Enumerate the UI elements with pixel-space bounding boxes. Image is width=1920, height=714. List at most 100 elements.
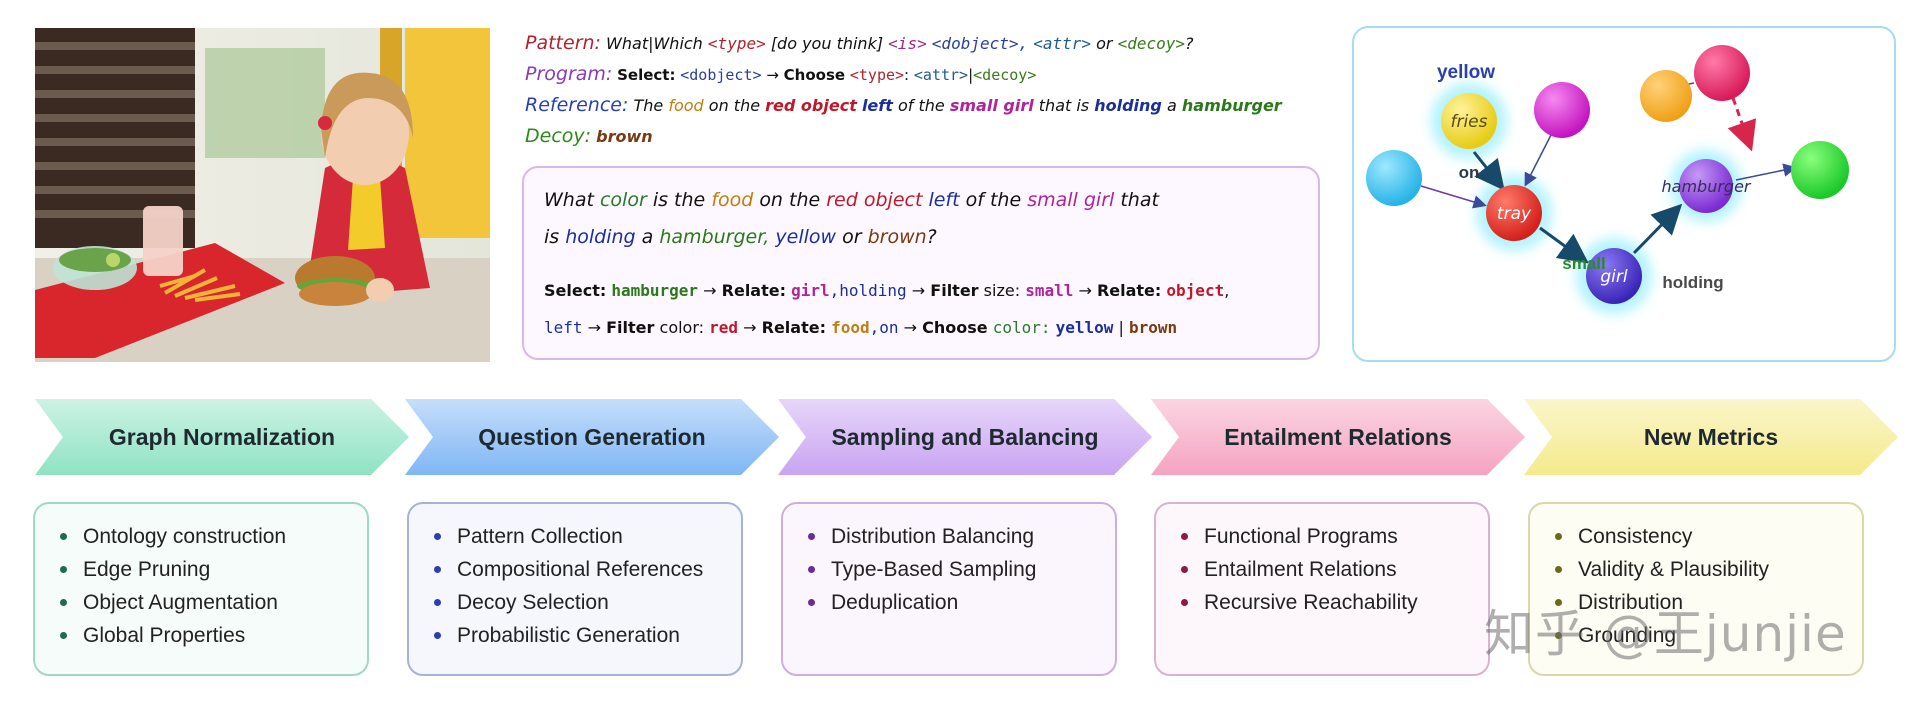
chevron-arrow-highlight [405, 399, 779, 475]
program-line: Program: Select: <dobject> → Choose <typ… [525, 59, 1325, 90]
pattern-decoy-token: <decoy> [1117, 34, 1186, 53]
decoy-value: brown [596, 127, 653, 146]
arrow-icon: → [587, 318, 602, 337]
scene-graph: fries tray girl hamburger yellow on smal… [1366, 45, 1849, 314]
list-item-label: Validity & Plausibility [1578, 558, 1770, 581]
list-item: Recursive Reachability [1181, 586, 1488, 619]
list-item: Consistency [1555, 520, 1862, 553]
chevron-arrow-highlight [778, 399, 1152, 475]
list-item-label: Type-Based Sampling [831, 558, 1037, 581]
list-item: Ontology construction [60, 520, 367, 553]
reference-text: of the [897, 96, 945, 115]
bullet-icon [808, 533, 815, 540]
reference-hamburger: hamburger [1181, 96, 1282, 115]
question-word: of the [965, 189, 1022, 211]
list-item: Validity & Plausibility [1555, 553, 1862, 586]
arrow-icon: → [703, 281, 717, 300]
question-word: is the [652, 189, 706, 211]
list-item: Deduplication [808, 586, 1115, 619]
pipeline-stage-arrow: Entailment Relations [1151, 399, 1525, 475]
program-arg: ,on [869, 318, 899, 337]
bullet-icon [434, 566, 441, 573]
graph-node-green [1791, 141, 1849, 199]
list-item-label: Decoy Selection [457, 591, 609, 614]
pipeline-stage-title: New Metrics [1643, 424, 1779, 450]
question-holding: holding [565, 226, 636, 248]
pattern-text: What|Which [606, 34, 703, 53]
list-item-label: Edge Pruning [83, 558, 211, 581]
reference-label: Reference: [525, 94, 629, 116]
list-item: Functional Programs [1181, 520, 1488, 553]
graph-attr-label: yellow [1437, 62, 1495, 83]
question-line: What color is the food on the red object… [544, 182, 1304, 219]
reference-text: that is [1038, 96, 1090, 115]
program-op: Relate: [721, 281, 786, 300]
list-item: Distribution [1555, 586, 1862, 619]
graph-edge [1472, 151, 1505, 191]
list-item: Object Augmentation [60, 586, 367, 619]
list-item-label: Functional Programs [1204, 525, 1398, 548]
list-item-label: Compositional References [457, 558, 704, 581]
bullet-icon [1555, 566, 1562, 573]
list-item-label: Pattern Collection [457, 525, 623, 548]
graph-node-label: hamburger [1662, 177, 1752, 196]
program-text: : [904, 66, 910, 84]
question-word: or [842, 226, 862, 248]
bullet-icon [434, 533, 441, 540]
list-item-label: Distribution [1578, 591, 1684, 614]
program-op: | [1118, 318, 1124, 337]
pipeline-stage-title: Entailment Relations [1224, 424, 1452, 450]
program-line-2: left → Filter color: red → Relate: food,… [544, 309, 1314, 346]
scene-photo [35, 28, 490, 362]
list-item: Distribution Balancing [808, 520, 1115, 553]
bullet-icon [60, 599, 67, 606]
chevron-arrow-shape [1524, 399, 1898, 475]
graph-edge [1632, 203, 1683, 255]
list-item: Compositional References [434, 553, 741, 586]
program-arg: girl [791, 281, 830, 300]
scene-graph-box: fries tray girl hamburger yellow on smal… [1352, 26, 1896, 362]
graph-edge [1735, 163, 1797, 181]
graph-attr-label: small [1562, 254, 1605, 273]
reference-text: The [633, 96, 664, 115]
bullet-icon [434, 632, 441, 639]
question-word: What [544, 189, 594, 211]
list-item-label: Entailment Relations [1204, 558, 1397, 581]
program-op: Select: [544, 281, 607, 300]
bullet-icon [1555, 533, 1562, 540]
question-food: food [711, 189, 754, 211]
program-arg: ,holding [829, 281, 907, 300]
chevron-arrow-shape [778, 399, 1152, 475]
bullet-icon [1181, 566, 1188, 573]
program-arg: left [544, 318, 583, 337]
question-line: is holding a hamburger, yellow or brown? [544, 219, 1304, 256]
list-item: Entailment Relations [1181, 553, 1488, 586]
graph-edge [1420, 185, 1487, 209]
arrow-icon: → [743, 318, 757, 337]
arrow-icon: → [911, 281, 926, 300]
pipeline-stage-arrow: Question Generation [405, 399, 779, 475]
question-yellow: yellow [775, 226, 837, 248]
list-item-label: Probabilistic Generation [457, 624, 680, 647]
chevron-arrow-shape [1151, 399, 1525, 475]
list-item: Type-Based Sampling [808, 553, 1115, 586]
list-item: Edge Pruning [60, 553, 367, 586]
chevron-arrow-shape [405, 399, 779, 475]
list-item-label: Ontology construction [83, 525, 287, 548]
graph-node-pink [1694, 45, 1750, 101]
question-box: What color is the food on the red object… [522, 166, 1320, 360]
pattern-block: Pattern: What|Which <type> [do you think… [525, 28, 1325, 152]
chevron-arrow-shape [35, 399, 409, 475]
graph-node-magenta [1534, 82, 1590, 138]
program-dobject-token: <dobject> [680, 66, 762, 84]
question-brown: brown [867, 226, 927, 248]
reference-line: Reference: The food on the red object le… [525, 90, 1325, 121]
program-label: Program: [525, 63, 613, 85]
pattern-type-token: <type> [707, 34, 766, 53]
pipeline-stage-arrow: Graph Normalization [35, 399, 409, 475]
question-red-object: red object [826, 189, 923, 211]
